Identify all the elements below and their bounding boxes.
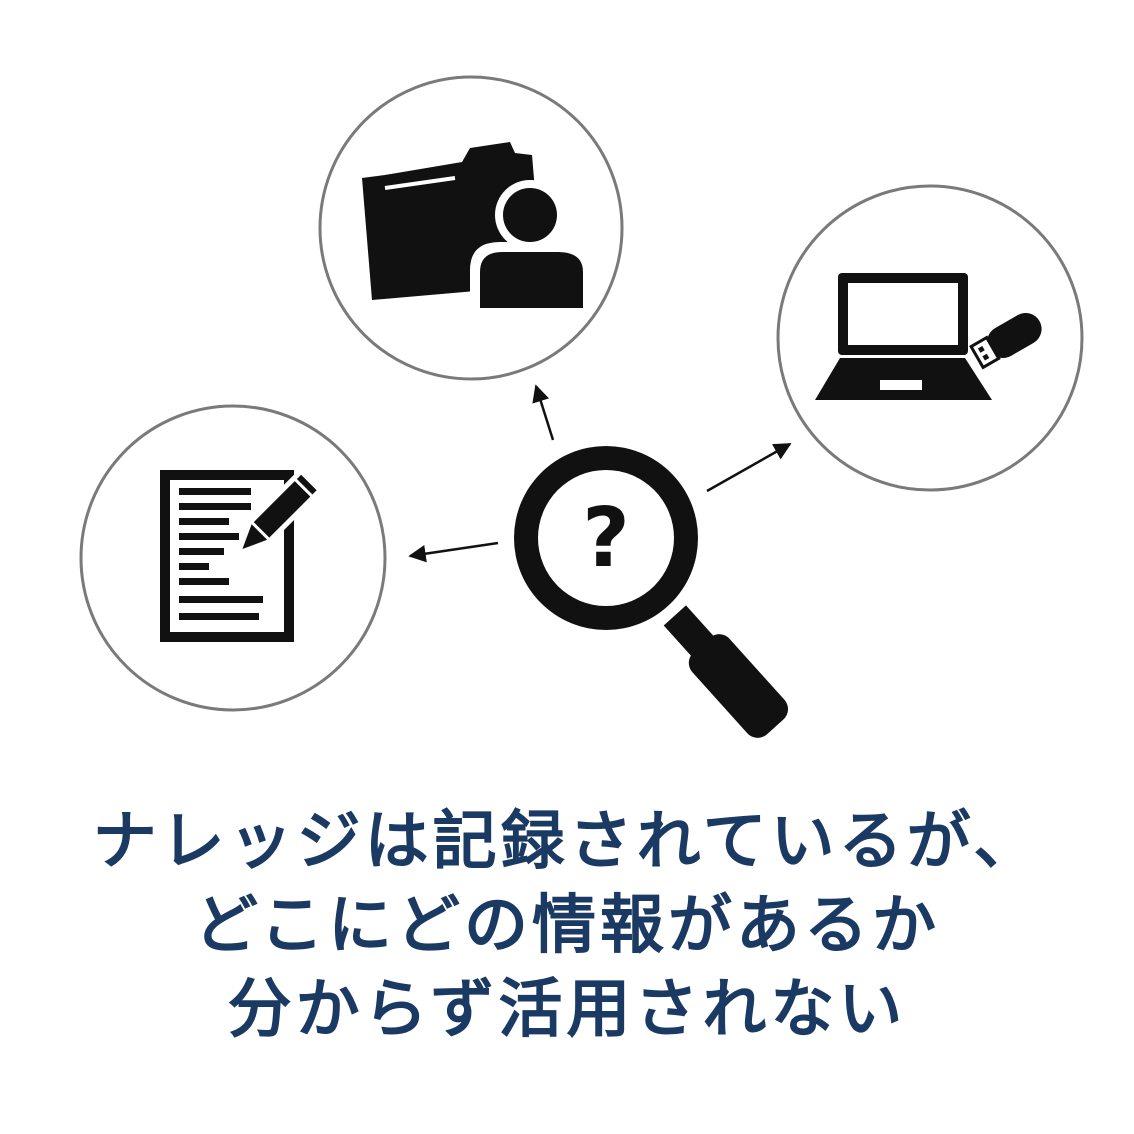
node-folder-user [318,75,624,381]
caption-line-1: ナレッジは記録されているが、 [92,805,1042,879]
laptop-usb-icon [815,273,1042,400]
node-document-pen [79,404,387,712]
arrow-to-document [408,541,499,563]
caption-line-3: 分からず活用されない [227,973,907,1047]
question-mark-glyph: ? [582,491,630,586]
node-laptop-usb [776,184,1084,492]
caption: ナレッジは記録されているが、 どこにどの情報があるか 分からず活用されない [0,800,1134,1052]
connector-arrows [408,384,792,563]
magnifier-question-icon: ? [514,446,789,738]
arrow-to-folder [532,384,555,441]
caption-line-2: どこにどの情報があるか [193,889,941,963]
arrow-to-laptop [706,442,792,493]
document-pen-icon [160,470,318,642]
folder-user-icon [362,142,590,308]
